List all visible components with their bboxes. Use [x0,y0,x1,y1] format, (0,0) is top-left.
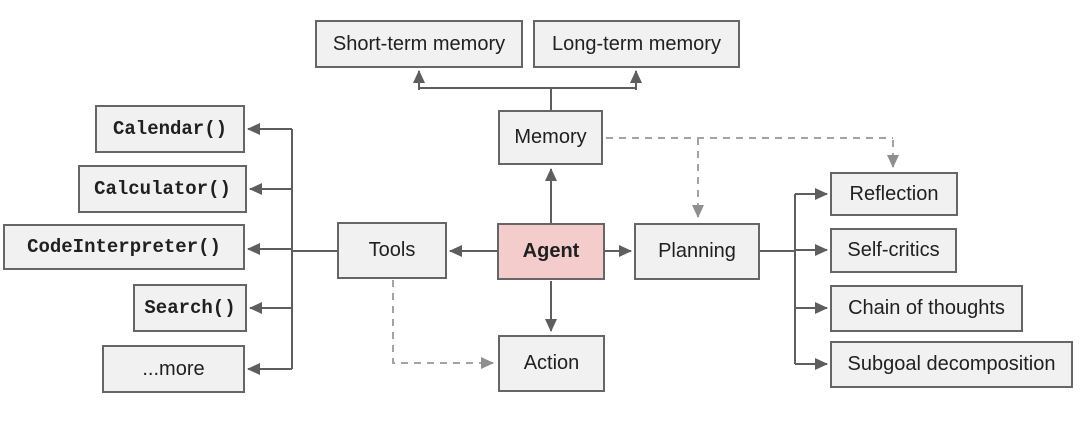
node-tools: Tools [337,222,447,279]
edge-tools-dashed-to-action [392,280,494,369]
node-long-term-memory: Long-term memory [533,20,740,68]
node-calculator: Calculator() [78,165,247,213]
node-short-term-memory: Short-term memory [315,20,523,68]
node-agent: Agent [497,223,605,280]
node-memory: Memory [498,110,603,165]
node-calendar: Calendar() [95,105,245,153]
node-subgoal-decomposition: Subgoal decomposition [830,341,1073,388]
node-action: Action [498,335,605,392]
node-planning: Planning [634,223,760,280]
node-reflection: Reflection [830,172,958,216]
node-self-critics: Self-critics [830,228,957,273]
node-code-interpreter: CodeInterpreter() [3,224,245,270]
node-search: Search() [133,284,247,332]
node-more: ...more [102,345,245,393]
node-chain-of-thoughts: Chain of thoughts [830,285,1023,332]
